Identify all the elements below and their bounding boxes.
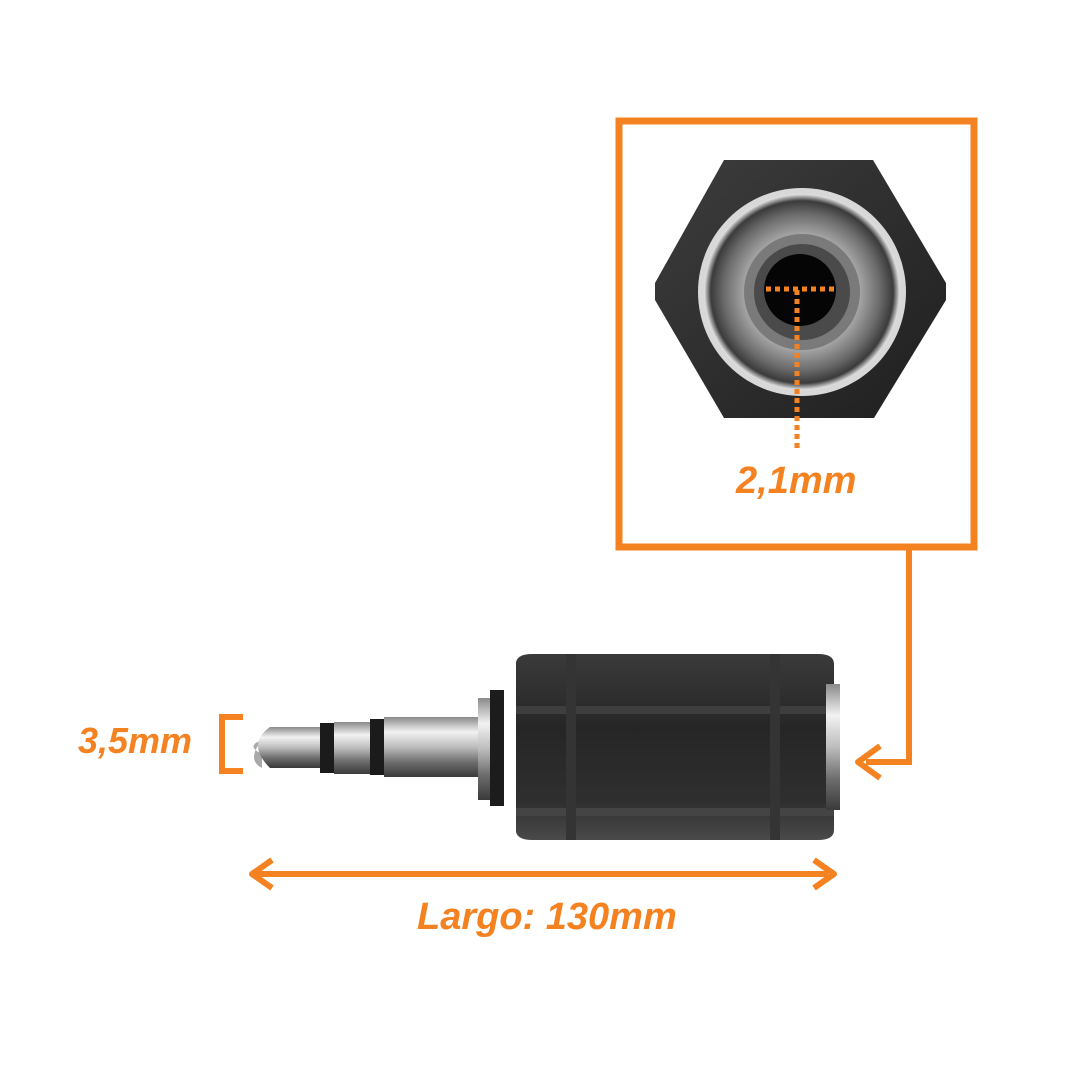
jack-diameter-bracket — [219, 714, 243, 774]
housing-groove-right — [770, 654, 780, 840]
callout-connector — [855, 547, 912, 781]
socket-hole — [764, 254, 836, 326]
jack-diameter-label: 3,5mm — [78, 720, 193, 761]
adapter-housing — [516, 654, 834, 840]
socket-inset — [615, 117, 978, 551]
housing-ridge-bottom — [516, 808, 834, 816]
socket-end — [826, 684, 840, 810]
plug-pin — [253, 690, 504, 806]
inset-frame — [615, 117, 978, 551]
length-label: Largo: 130mm — [417, 896, 677, 938]
callout-line — [866, 547, 912, 765]
length-dimension-arrow — [249, 857, 837, 891]
hole-diameter-label: 2,1mm — [736, 460, 857, 502]
housing-groove-left — [566, 654, 576, 840]
callout-arrowhead — [855, 743, 882, 781]
adapter-side-view — [253, 654, 840, 840]
housing-ridge-top — [516, 706, 834, 714]
